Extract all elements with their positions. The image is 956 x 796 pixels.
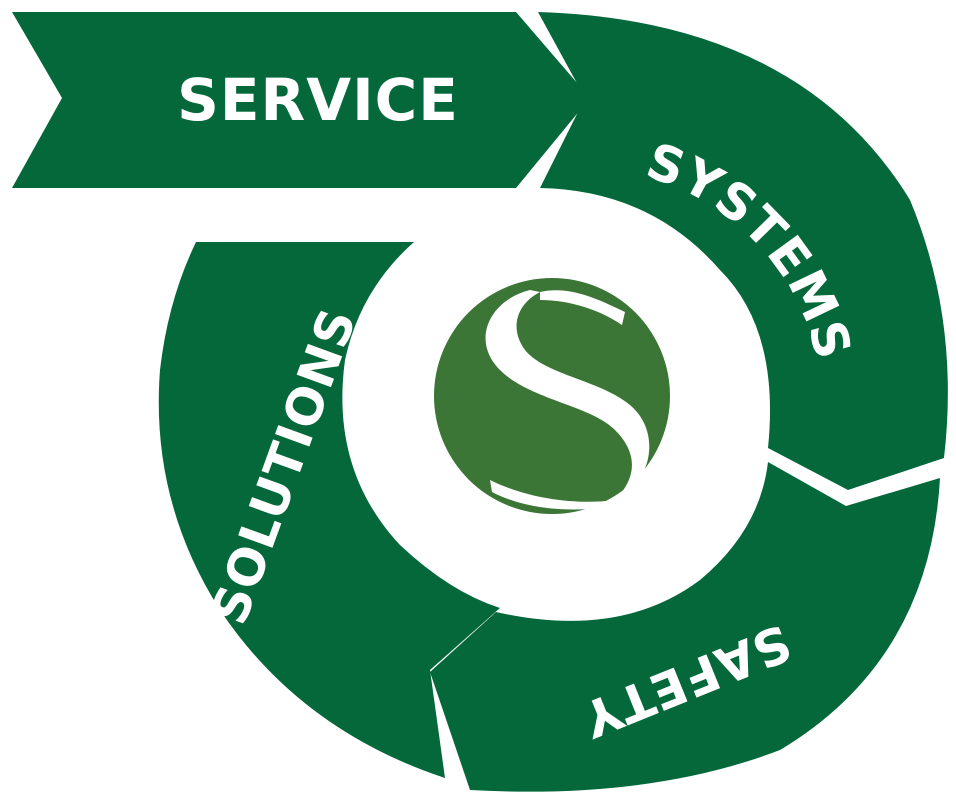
segment-systems: SYSTEMS	[538, 12, 948, 490]
segment-safety: SAFETY	[430, 462, 940, 792]
logo-s-swoosh	[485, 290, 650, 500]
logo-s-top-tail	[540, 290, 625, 325]
service-arrow-shape	[12, 12, 590, 188]
safety-arc-shape	[430, 462, 940, 792]
service-label: SERVICE	[177, 66, 459, 134]
segment-solutions: SOLUTIONS	[158, 242, 500, 778]
logo-s-bottom-tail	[490, 480, 615, 510]
solutions-arc-shape	[158, 242, 500, 778]
s-logo-icon	[434, 278, 670, 514]
segment-service: SERVICE	[12, 12, 590, 188]
systems-arc-shape	[538, 12, 948, 490]
